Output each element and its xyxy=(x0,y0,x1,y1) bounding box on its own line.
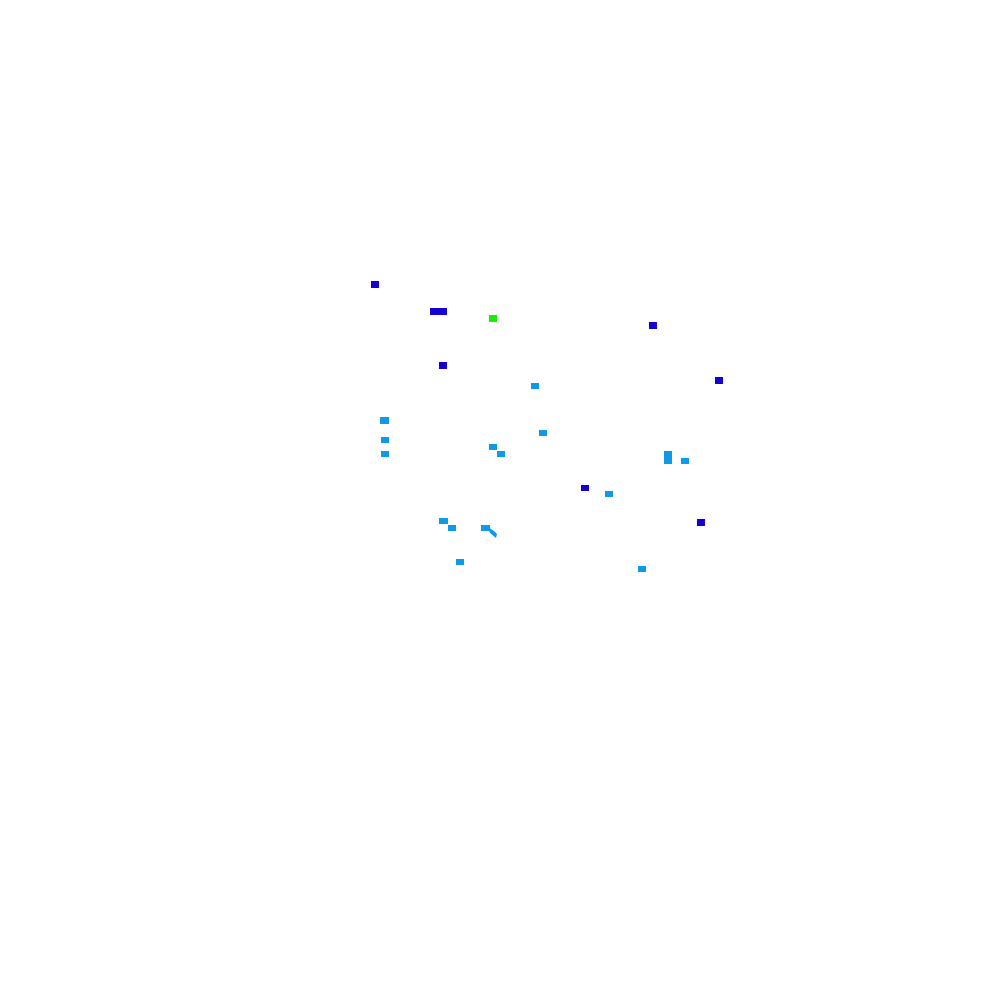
light-blue-blip xyxy=(481,525,490,531)
dark-blue-blip xyxy=(581,485,589,491)
dark-blue-blip xyxy=(715,377,723,384)
dark-blue-blip xyxy=(697,519,705,526)
dark-blue-blip xyxy=(649,322,657,329)
light-blue-blip xyxy=(497,451,505,457)
green-blip xyxy=(489,315,497,322)
light-blue-blip xyxy=(448,525,456,531)
dark-blue-blip xyxy=(439,362,447,369)
light-blue-blip xyxy=(681,458,689,464)
light-blue-blip xyxy=(664,451,672,464)
dark-blue-blip xyxy=(430,308,447,315)
light-blue-blip xyxy=(381,451,389,457)
light-blue-blip xyxy=(605,491,613,497)
light-blue-blip xyxy=(489,444,497,450)
light-blue-blip xyxy=(638,566,646,572)
light-blue-blip xyxy=(439,518,448,524)
light-blue-blip xyxy=(539,430,547,436)
dark-blue-blip xyxy=(371,281,379,288)
light-blue-blip xyxy=(531,383,539,389)
light-blue-blip xyxy=(488,527,497,538)
light-blue-blip xyxy=(381,437,389,443)
light-blue-blip xyxy=(380,417,389,424)
light-blue-blip xyxy=(456,559,464,565)
